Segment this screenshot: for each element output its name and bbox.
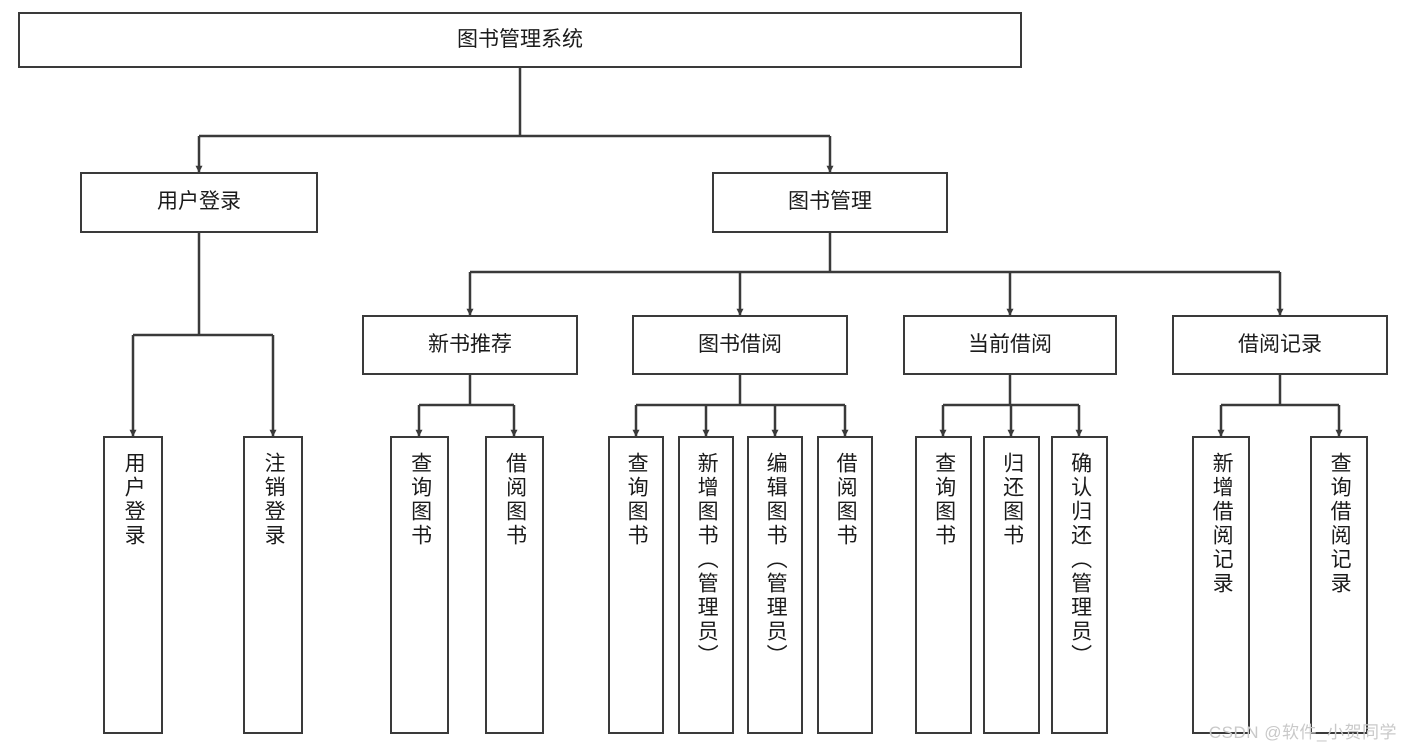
node-label: 借阅图书 xyxy=(834,452,858,548)
node-label: 用户登录 xyxy=(157,190,241,214)
node-label: 用户登录 xyxy=(122,452,146,548)
node-leaf-rec-query[interactable]: 查询图书 xyxy=(390,436,449,734)
node-label: 查询图书 xyxy=(625,452,649,548)
node-current-borrow[interactable]: 当前借阅 xyxy=(903,315,1117,375)
node-leaf-borrow-add[interactable]: 新增图书（管理员） xyxy=(678,436,734,734)
node-label: 图书借阅 xyxy=(698,332,782,356)
node-leaf-rec-add[interactable]: 新增借阅记录 xyxy=(1192,436,1250,734)
node-leaf-borrow-edit[interactable]: 编辑图书（管理员） xyxy=(747,436,803,734)
node-label: 注销登录 xyxy=(262,452,286,548)
node-leaf-cur-query[interactable]: 查询图书 xyxy=(915,436,972,734)
node-leaf-cur-return[interactable]: 归还图书 xyxy=(983,436,1040,734)
node-label: 图书管理 xyxy=(788,190,872,214)
node-leaf-user-logout[interactable]: 注销登录 xyxy=(243,436,303,734)
node-leaf-user-login[interactable]: 用户登录 xyxy=(103,436,163,734)
node-root[interactable]: 图书管理系统 xyxy=(18,12,1022,68)
node-user-login[interactable]: 用户登录 xyxy=(80,172,318,233)
node-label: 查询图书 xyxy=(932,452,956,548)
node-label: 新书推荐 xyxy=(428,332,512,356)
node-label: 图书管理系统 xyxy=(457,27,583,51)
node-label: 当前借阅 xyxy=(968,332,1052,356)
node-label: 编辑图书（管理员） xyxy=(764,452,788,668)
node-leaf-cur-confirm[interactable]: 确认归还（管理员） xyxy=(1051,436,1108,734)
node-label: 新增借阅记录 xyxy=(1210,452,1234,596)
node-label: 查询图书 xyxy=(408,452,432,548)
node-label: 借阅图书 xyxy=(503,452,527,548)
node-book-manage[interactable]: 图书管理 xyxy=(712,172,948,233)
node-label: 查询借阅记录 xyxy=(1328,452,1352,596)
node-label: 确认归还（管理员） xyxy=(1068,452,1092,668)
node-new-book-rec[interactable]: 新书推荐 xyxy=(362,315,578,375)
node-label: 借阅记录 xyxy=(1238,332,1322,356)
node-leaf-rec-borrow[interactable]: 借阅图书 xyxy=(485,436,544,734)
node-label: 归还图书 xyxy=(1000,452,1024,548)
node-book-borrow[interactable]: 图书借阅 xyxy=(632,315,848,375)
node-leaf-borrow-query[interactable]: 查询图书 xyxy=(608,436,664,734)
node-leaf-borrow-lend[interactable]: 借阅图书 xyxy=(817,436,873,734)
node-label: 新增图书（管理员） xyxy=(695,452,719,668)
node-borrow-record[interactable]: 借阅记录 xyxy=(1172,315,1388,375)
node-leaf-rec-search[interactable]: 查询借阅记录 xyxy=(1310,436,1368,734)
